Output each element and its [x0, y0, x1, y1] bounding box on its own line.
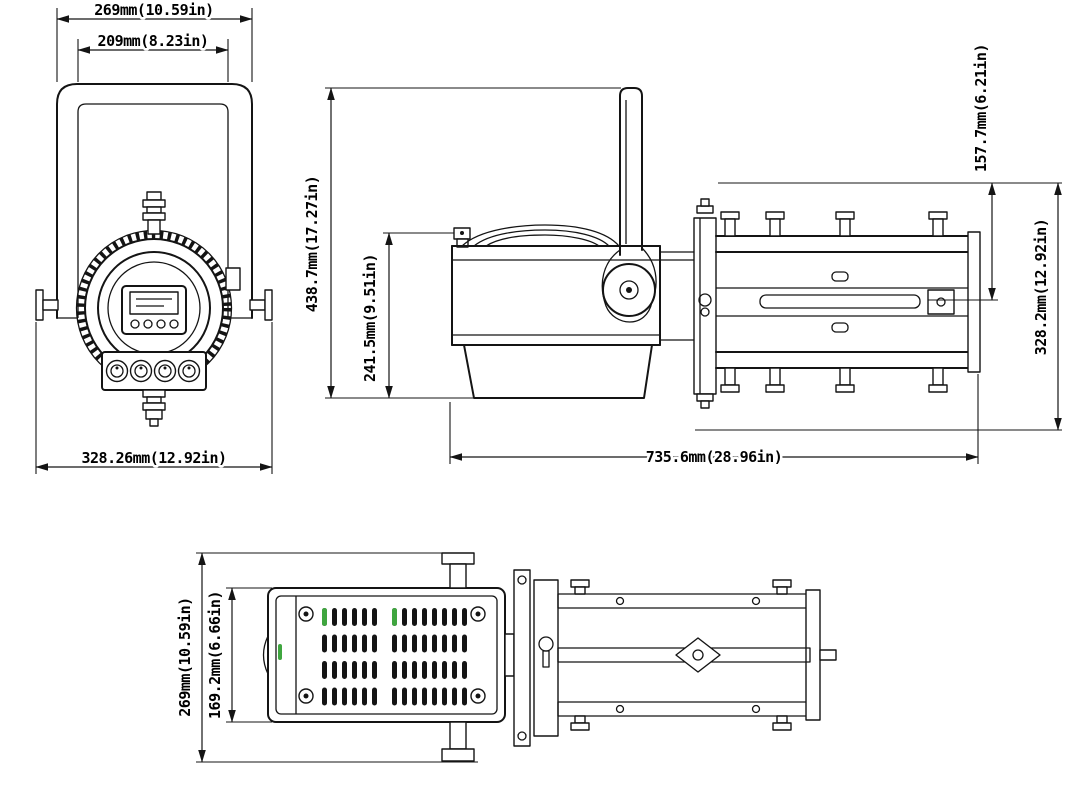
lens-front-edge: [262, 635, 269, 675]
up-button: [156, 319, 166, 329]
front-view: 269mm(10.59in) 209mm(8.23in): [35, 0, 273, 474]
dim-label-side-bracket-top: 157.7mm(6.21in): [972, 44, 990, 172]
vent-grille-right: [390, 602, 468, 708]
top-view: 269mm(10.59in) 169.2mm(6.66in): [174, 552, 837, 763]
down-button: [143, 319, 153, 329]
dim-label-front-yoke-outer: 269mm(10.59in): [94, 1, 213, 19]
adjust-slot: [759, 294, 921, 309]
dim-top-body: 169.2mm(6.66in): [204, 587, 272, 723]
dim-side-overall-length: 735.6mm(28.96in): [449, 374, 979, 469]
dim-top-overall: 269mm(10.59in): [174, 552, 478, 763]
dim-label-top-overall: 269mm(10.59in): [176, 597, 194, 716]
right-yoke-knob: [249, 289, 273, 321]
top-knob: [142, 191, 166, 235]
cover-screws: [298, 606, 486, 704]
dim-front-yoke-inner: 209mm(8.23in): [77, 30, 229, 82]
status-led-3: [278, 644, 282, 660]
dim-side-body-height: 241.5mm(9.51in): [359, 232, 455, 399]
rear-housing: [659, 251, 697, 341]
dim-front-overall: 328.26mm(12.92in): [35, 322, 273, 474]
accessory-frame: [715, 211, 981, 393]
mounting-bracket: [693, 198, 717, 409]
lock-wheel: [602, 263, 656, 317]
status-led-1: [322, 608, 327, 626]
status-led-2: [392, 608, 397, 626]
side-view: 438.7mm(17.27in) 241.5mm(9.51in): [301, 42, 1062, 469]
fixture-body: [451, 224, 697, 399]
spigot-block: [927, 289, 955, 315]
power-thru-connector: [129, 359, 153, 383]
connector-panel: [101, 351, 207, 391]
keyhole-slot-top: [538, 636, 554, 668]
enter-button: [169, 319, 179, 329]
bottom-plug: [142, 389, 166, 427]
dim-label-side-bracket-height: 328.2mm(12.92in): [1032, 219, 1050, 356]
menu-button: [130, 319, 140, 329]
end-pin: [819, 649, 837, 661]
yoke-arm: [601, 87, 657, 323]
dim-label-top-body: 169.2mm(6.66in): [206, 591, 224, 719]
display-panel: [121, 285, 187, 335]
left-yoke-knob: [35, 289, 59, 321]
dim-front-yoke-outer: 269mm(10.59in): [56, 0, 253, 82]
dmx-in-connector: [153, 359, 177, 383]
top-tee-handle: [441, 552, 475, 589]
base-plate: [463, 344, 653, 399]
top-frame: [557, 579, 837, 731]
frame-clamp-tabs: [570, 579, 792, 731]
tilt-lock-plate: [225, 267, 241, 291]
dim-label-front-yoke-inner: 209mm(8.23in): [98, 32, 209, 50]
dim-side-bracket-height: 328.2mm(12.92in): [695, 182, 1062, 431]
dim-label-front-overall: 328.26mm(12.92in): [81, 449, 226, 467]
power-connector: [105, 359, 129, 383]
dim-label-side-overall-height: 438.7mm(17.27in): [303, 176, 321, 313]
dim-side-bracket-top: 157.7mm(6.21in): [718, 42, 1062, 301]
dim-side-overall-height: 438.7mm(17.27in): [301, 87, 621, 399]
dim-label-side-body-height: 241.5mm(9.51in): [361, 254, 379, 382]
top-body: [262, 552, 506, 762]
bottom-tee-handle: [441, 721, 475, 762]
keyhole-slot: [698, 293, 712, 317]
dmx-out-connector: [177, 359, 201, 383]
frame-end-bar: [967, 231, 981, 373]
spine-diamond: [675, 637, 721, 673]
yoke: [56, 83, 253, 319]
top-bracket: [504, 569, 559, 747]
vent-grille-left: [322, 602, 382, 708]
clamp-bolts: [720, 211, 948, 393]
rail-bolts: [615, 596, 761, 714]
lcd-screen: [129, 291, 179, 315]
dim-label-side-overall-length: 735.6mm(28.96in): [646, 448, 783, 466]
